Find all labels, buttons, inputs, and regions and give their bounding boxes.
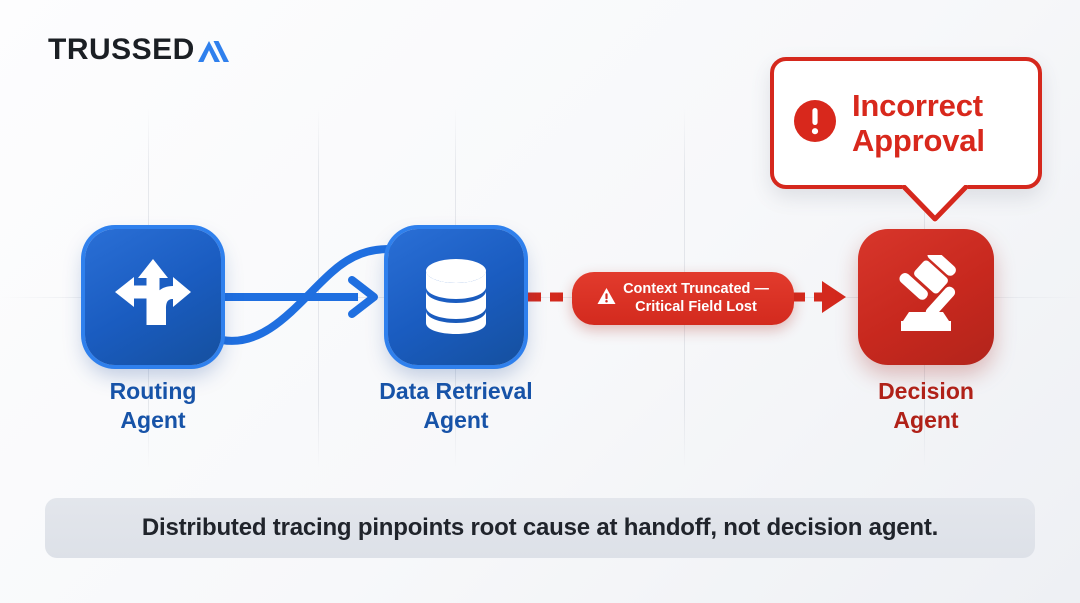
node-data-retrieval-agent[interactable] <box>388 229 524 365</box>
callout-text: Incorrect Approval <box>852 87 985 158</box>
caption-text: Distributed tracing pinpoints root cause… <box>141 514 939 541</box>
connector-routing-to-retrieval-curve <box>218 245 394 345</box>
exclamation-circle-icon <box>792 98 838 149</box>
error-pill-text: Context Truncated — Critical Field Lost <box>623 281 769 316</box>
node-label-decision-agent: Decision Agent <box>878 378 974 434</box>
error-pill-context-truncated[interactable]: Context Truncated — Critical Field Lost <box>572 272 794 326</box>
caption-bar: Distributed tracing pinpoints root cause… <box>45 498 1035 558</box>
trussed-ai-mark-icon <box>196 35 230 65</box>
callout-incorrect-approval[interactable]: Incorrect Approval <box>770 57 1042 189</box>
gridline-vertical <box>318 108 319 468</box>
warning-triangle-icon <box>597 287 616 310</box>
three-way-arrow-icon <box>111 255 195 340</box>
node-decision-agent[interactable] <box>858 229 994 365</box>
connector-routing-to-retrieval-straight <box>222 276 378 318</box>
database-icon <box>418 255 494 340</box>
node-routing-agent[interactable] <box>85 229 221 365</box>
gavel-icon <box>885 248 967 340</box>
brand-name: TRUSSED <box>48 33 195 66</box>
callout-tail <box>902 185 968 223</box>
node-label-data-retrieval-agent: Data Retrieval Agent <box>379 378 533 434</box>
brand-logo: TRUSSED <box>48 32 230 68</box>
connector-pill-to-decision-dashed <box>792 281 846 313</box>
node-label-routing-agent: Routing Agent <box>109 378 197 434</box>
